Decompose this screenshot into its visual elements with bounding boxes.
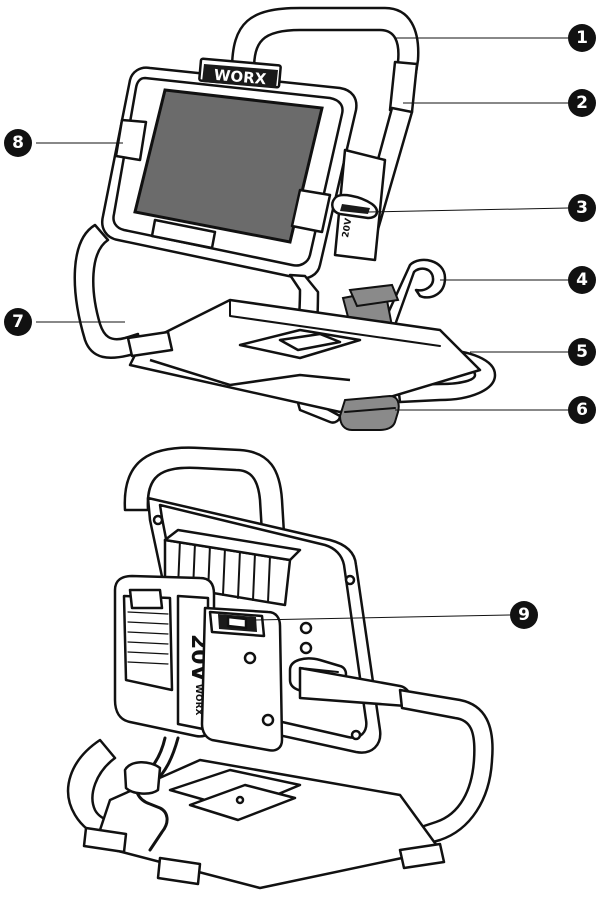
screw: [346, 576, 354, 584]
screw: [301, 643, 311, 653]
svg-text:2: 2: [576, 93, 588, 113]
rear-view: 20V WORX: [68, 448, 492, 888]
callout-2: 2: [568, 89, 596, 117]
front-view: WORX 20V: [75, 8, 495, 430]
svg-text:8: 8: [12, 133, 24, 153]
rear-foot: [158, 858, 200, 884]
svg-text:7: 7: [12, 312, 24, 332]
callout-3: 3: [568, 194, 596, 222]
screw: [352, 731, 360, 739]
screw: [154, 516, 162, 524]
svg-text:5: 5: [576, 342, 588, 362]
svg-text:1: 1: [576, 28, 588, 48]
foot-front: [340, 396, 399, 430]
light-housing: WORX: [102, 59, 356, 279]
callout-5: 5: [568, 338, 596, 366]
callout-1: 1: [568, 24, 596, 52]
callout-6: 6: [568, 396, 596, 424]
callout-7: 7: [4, 308, 32, 336]
svg-text:6: 6: [576, 400, 588, 420]
callout-9: 9: [510, 601, 538, 629]
screw: [301, 623, 311, 633]
callout-8: 8: [4, 129, 32, 157]
svg-text:4: 4: [576, 270, 588, 290]
svg-text:9: 9: [518, 605, 530, 625]
svg-text:3: 3: [576, 198, 588, 218]
battery-pack: 20V WORX: [115, 576, 214, 736]
battery-holder: [202, 608, 282, 751]
callout-4: 4: [568, 266, 596, 294]
